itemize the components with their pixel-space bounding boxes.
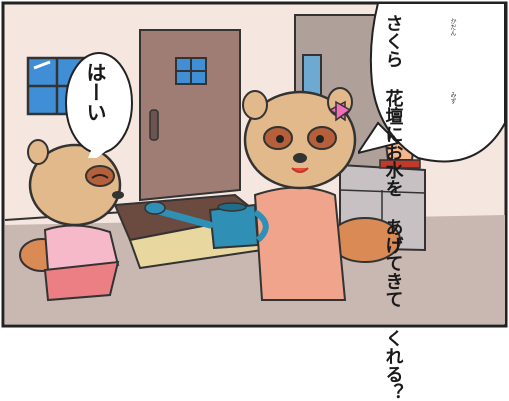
kimono	[253, 186, 347, 301]
door-handle	[149, 109, 159, 141]
request-line-1: さくら	[382, 14, 404, 68]
door-window	[175, 57, 207, 85]
request-line-2: 花壇にお水を	[382, 89, 404, 197]
watering-can-icon	[144, 201, 269, 250]
mother-tanuki	[242, 87, 401, 301]
sakura-reply-text: はーい	[83, 62, 107, 122]
mother-request-text: さくら 花壇にお水を あげてきて くれる？	[381, 14, 404, 401]
ruby-mizu: みず	[449, 92, 456, 104]
request-line-3: あげてきて	[382, 218, 404, 308]
speech-bubble-sakura	[65, 52, 133, 158]
sakura-tanuki	[19, 139, 124, 302]
hair-bow-icon	[328, 100, 352, 122]
ruby-kadan: かだん	[449, 18, 456, 36]
speech-bubble-mother	[358, 3, 506, 163]
head	[28, 143, 122, 227]
request-line-4: くれる？	[382, 329, 404, 401]
door	[139, 29, 241, 202]
head	[243, 90, 357, 190]
